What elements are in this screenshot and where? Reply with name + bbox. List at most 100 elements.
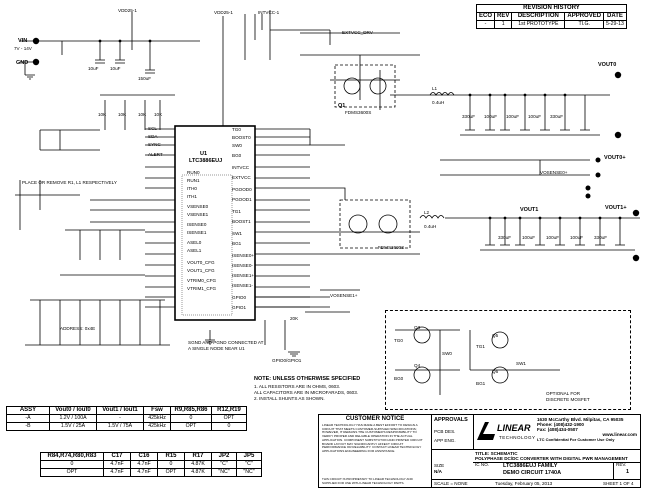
ic-pin-label: ALERT — [148, 152, 163, 157]
assy-cell: -B — [6, 422, 50, 431]
assy-cell: 1.5V / 75A — [96, 422, 144, 431]
discrete-part-ref: Q4 — [414, 363, 421, 368]
customer-notice-body: LINEAR TECHNOLOGY HAS MADE A BEST EFFORT… — [322, 423, 423, 453]
option-cell: 4.7nF — [103, 460, 131, 469]
rev-header-eco: ECO — [475, 12, 496, 21]
resistor-value: 10K — [118, 112, 127, 117]
cin-value: 10uF — [88, 66, 99, 71]
discrete-part-ref: Q5 — [492, 333, 499, 338]
assy-cell: OPT — [170, 422, 212, 431]
ic-pin-label: ISENSE0 — [187, 222, 207, 227]
ic-pin-label: ISENSE0- — [232, 263, 253, 268]
vin-label: VIN — [18, 38, 28, 44]
cin-value: 150uF — [138, 76, 152, 81]
vosense1-label: VOSENSE1+ — [330, 293, 358, 298]
revision-title: REVISION HISTORY — [476, 4, 627, 13]
cout1-value: 100uF — [522, 235, 536, 240]
assy-header: ASSY — [6, 406, 50, 415]
assy-header: R9,R85,R86 — [170, 406, 212, 415]
assy-cell: 1.2V / 100A — [49, 414, 97, 423]
size-block: SIZE N/A — [431, 449, 473, 487]
assy-table: ASSY Vout0 / Iout0 Vout1 / Iout1 Fsw R9,… — [6, 406, 247, 431]
sgnd-note-line2: A SINGLE NODE NEAR U1 — [188, 346, 245, 351]
assy-cell: -A — [6, 414, 50, 423]
discrete-net-label: TG0 — [394, 338, 403, 343]
customer-notice: CUSTOMER NOTICE LINEAR TECHNOLOGY HAS MA… — [319, 415, 432, 487]
ic-pin-label: PGOOD1 — [232, 197, 252, 202]
vout0-plus-label: VOUT0+ — [604, 155, 626, 161]
intvcc-label: INTVCC-1 — [258, 10, 280, 15]
assy-cell: 0 — [170, 414, 212, 423]
ic-pin-label: RUN1 — [187, 178, 200, 183]
option-header: JP2 — [211, 452, 237, 461]
linear-logo-icon — [477, 422, 495, 440]
ic-pin-label: ISENSE1- — [232, 283, 253, 288]
ic-pin-label: TG1 — [232, 209, 241, 214]
rev-label: REV. — [616, 462, 627, 467]
discrete-part-ref: Q3 — [414, 325, 421, 330]
ic-pin-label: GPIO0 — [232, 295, 247, 300]
ic-pin-label: BOOST0 — [232, 135, 251, 140]
size-label: SIZE — [434, 463, 445, 468]
date-value: Tuesday, February 05, 2013 — [495, 481, 553, 486]
option-cell: OPT — [40, 468, 104, 477]
rev-header-rev: REV — [494, 12, 513, 21]
vdd25-label-top: VDD25-1 — [118, 8, 137, 13]
ic-pin-label: ISENSE1+ — [232, 273, 255, 278]
assy-header: R12,R19 — [211, 406, 247, 415]
company-tagline: LTC Confidential For Customer Use Only — [537, 437, 615, 442]
option-header: C17 — [103, 452, 131, 461]
vout1-label: VOUT1 — [520, 207, 539, 213]
notes-line: 1. ALL RESISTORS ARE IN OHMS, 0603. — [254, 384, 341, 389]
ic-pin-label: ITH1 — [187, 194, 197, 199]
schematic-title: POLYPHASE DC/DC CONVERTER WITH DIGITAL P… — [475, 456, 628, 461]
resistor-value: 20K — [290, 316, 299, 321]
option-cell: "NC" — [236, 468, 262, 477]
ic-pin-label: VTRIM0_CFG — [187, 278, 217, 283]
scale-value: SCALE = NONE — [434, 481, 468, 486]
assy-cell: - — [96, 414, 144, 423]
assy-cell: 425kHz — [143, 422, 171, 431]
l1-value: 0.4uH — [432, 100, 445, 105]
gpio-label: GPIO0/GPIO1 — [272, 358, 302, 363]
company-fax: Fax: (408)434-0507 — [537, 427, 578, 432]
ic-no-block: IC NO. LTC3886EUJ FAMILY DEMO CIRCUIT 17… — [473, 462, 613, 482]
rev-cell: 1st PROTOTYPE — [511, 20, 566, 29]
option-header: R15 — [157, 452, 185, 461]
title-bottom-row: SCALE = NONE Tuesday, February 05, 2013 … — [431, 479, 640, 488]
assy-cell: OPT — [211, 414, 247, 423]
company-address: 1630 McCarthy Blvd. Milpitas, CA 95035 P… — [537, 417, 641, 442]
assy-header: Vout0 / Iout0 — [49, 406, 97, 415]
cin-value: 10uF — [110, 66, 121, 71]
company-phone: Phone: (408)432-1900 — [537, 422, 584, 427]
option-cell: 4.7nF — [130, 460, 158, 469]
ic-pin-label: ASEL1 — [187, 248, 202, 253]
discrete-net-label: SW0 — [442, 351, 452, 356]
ic-pin-label: BG1 — [232, 241, 242, 246]
ic-no-label: IC NO. — [475, 462, 490, 467]
l2-ref: L2 — [424, 210, 430, 215]
assy-cell: 0 — [211, 422, 247, 431]
option-header: R84,R74,R80,R83 — [40, 452, 104, 461]
notes-block: NOTE: UNLESS OTHERWISE SPECIFIED 1. ALL … — [254, 376, 360, 401]
assy-header: Fsw — [143, 406, 171, 415]
option-cell: 4.7nF — [103, 468, 131, 477]
sgnd-note-line1: SGND AND PGND CONNECTED AT — [188, 340, 264, 345]
rev-cell: - — [475, 20, 496, 29]
vosense0-label: VOSENSE0+ — [540, 170, 568, 175]
ic-pin-label: PGOOD0 — [232, 187, 252, 192]
ic-pin-label: VOUT1_CFG — [187, 268, 215, 273]
ic-pin-label: ISENSE0+ — [232, 253, 255, 258]
vout1-plus-label: VOUT1+ — [605, 205, 627, 211]
gnd-label: GND — [16, 60, 29, 66]
discrete-net-label: SW1 — [516, 361, 526, 366]
cout1-value: 100uF — [546, 235, 560, 240]
cout1-value: 330uF — [594, 235, 608, 240]
cout0-value: 100uF — [528, 114, 542, 119]
option-header: JP5 — [236, 452, 262, 461]
assy-cell: 425kHz — [143, 414, 171, 423]
discrete-net-label: BG0 — [394, 376, 404, 381]
l2-value: 0.4uH — [424, 224, 437, 229]
approvals-app: APP ENG. — [434, 438, 456, 443]
ic-pin-label: BG0 — [232, 153, 242, 158]
